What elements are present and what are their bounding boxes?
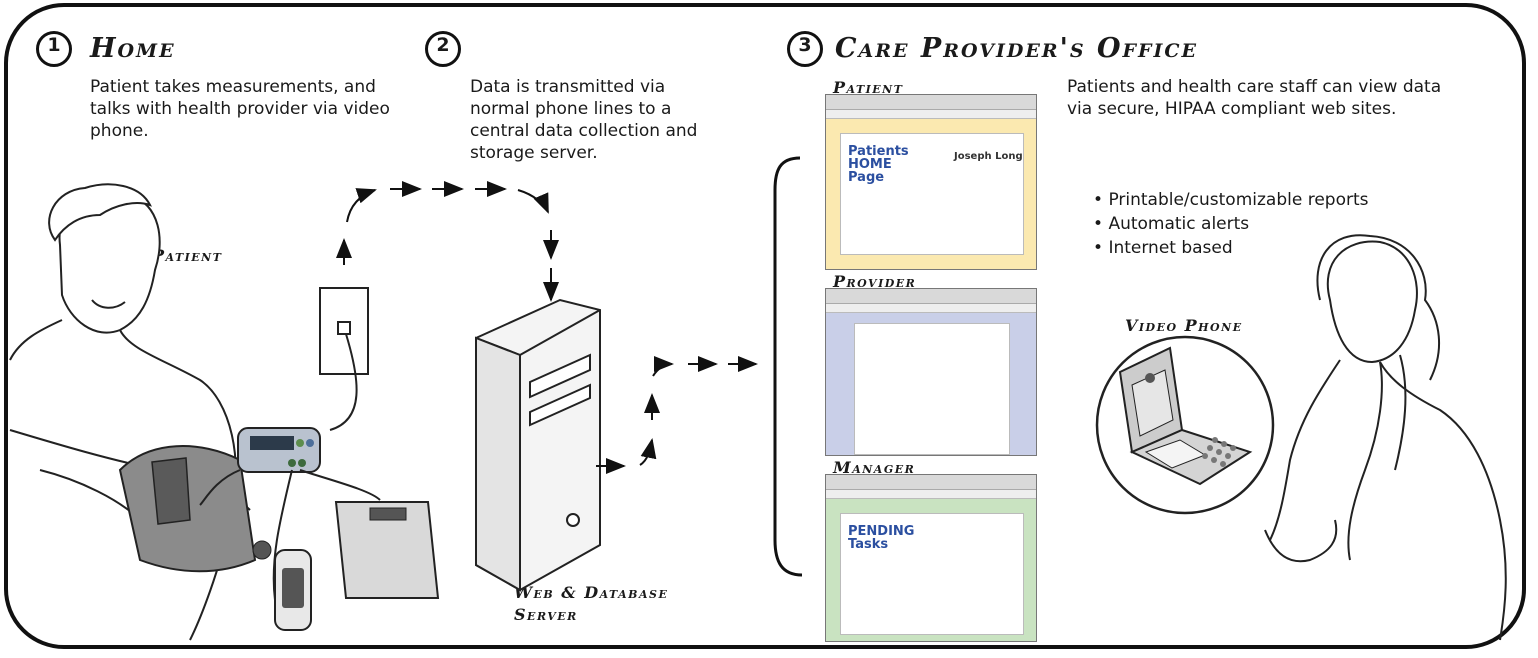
patient-screen-heading: Patients HOME Page [848,144,909,185]
manager-screen-heading: PENDING Tasks [848,524,915,552]
screen-manager-label: Manager [833,458,916,477]
screen-provider-label: Provider [833,272,917,291]
step-2-number: 2 [425,31,461,67]
screen-content-panel [854,323,1010,455]
feature-item: Automatic alerts [1093,212,1368,236]
video-phone-illustration [1095,335,1275,515]
feature-item: Internet based [1093,236,1368,260]
patient-figure [9,183,251,641]
bp-monitor-device [237,427,321,473]
server-tower [475,298,601,592]
handheld-meter [252,540,312,631]
websites-bracket [773,156,803,577]
diagram-frame [4,3,1526,649]
patient-label: Patient [152,246,223,265]
feature-item: Printable/customizable reports [1093,188,1368,212]
home-description: Patient takes measurements, and talks wi… [90,77,390,141]
step-1-number: 1 [36,31,72,67]
phone-jack [319,287,369,375]
provider-screen-body [826,313,1036,455]
screen-content-panel [840,133,1024,255]
data-flow-arrows [336,181,559,302]
manager-screen-body [826,499,1036,641]
patient-screen-body [826,119,1036,269]
manager-website-screenshot: PENDING Tasks [825,474,1037,642]
patient-website-screenshot: Patients HOME Page Joseph Long [825,94,1037,270]
office-features-list: Printable/customizable reports Automatic… [1093,188,1368,260]
server-label: Web & Database Server [514,583,669,624]
scale-device [334,501,440,599]
office-title: Care Provider's Office [835,33,1198,64]
step-3-number: 3 [787,31,823,67]
screen-content-panel [840,513,1024,635]
patient-screen-user: Joseph Long [954,151,1023,162]
provider-website-screenshot [825,288,1037,456]
transmit-description: Data is transmitted via normal phone lin… [470,77,698,163]
screen-patient-label: Patient [833,78,904,97]
provider-figure [1264,234,1507,641]
home-title: Home [90,33,176,64]
office-description: Patients and health care staff can view … [1067,77,1442,119]
video-phone-label: Video Phone [1125,316,1243,335]
